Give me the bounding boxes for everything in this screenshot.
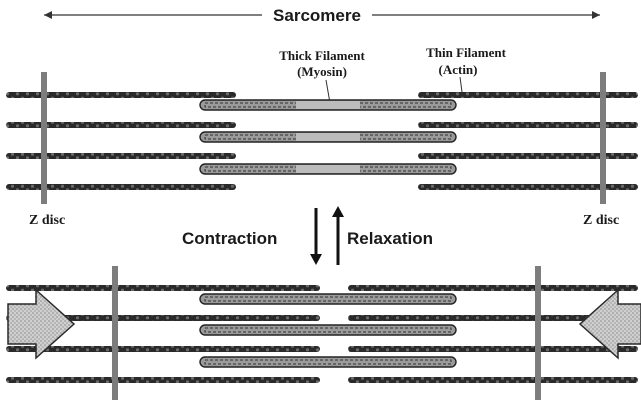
thin-filament <box>6 184 236 190</box>
contracted-sarcomere <box>6 266 638 400</box>
relaxed-thin-filaments-left <box>6 92 236 190</box>
sarcomere-label: Sarcomere <box>273 6 361 25</box>
arrow-left-icon <box>578 288 641 360</box>
thin-filament-label: Thin Filament <box>426 45 506 60</box>
contracted-thin-filaments-right <box>348 285 638 383</box>
relaxed-thin-filaments-right <box>418 92 638 190</box>
thin-filament <box>348 377 638 383</box>
sarcomere-span-marker <box>44 11 600 19</box>
z-disc-right <box>535 266 541 400</box>
z-disc-left-label: Z disc <box>29 213 65 228</box>
thin-filament-pointer <box>459 76 463 93</box>
thin-filament-sublabel: (Actin) <box>439 62 478 77</box>
thin-filament <box>6 92 236 98</box>
z-disc-right-label: Z disc <box>583 213 619 228</box>
thin-filament <box>348 346 638 352</box>
z-disc-left <box>41 72 47 204</box>
thin-filament <box>6 346 320 352</box>
thin-filament <box>418 184 638 190</box>
thin-filament <box>6 285 320 291</box>
thick-filament <box>199 324 457 336</box>
thin-filament <box>6 315 320 321</box>
thick-filament-sublabel: (Myosin) <box>297 64 347 79</box>
thin-filament <box>348 315 638 321</box>
arrow-right-icon <box>7 288 76 360</box>
relaxed-thick-filaments <box>199 99 457 175</box>
span-arrowhead-left <box>44 11 52 19</box>
contracted-thick-filaments <box>199 293 457 368</box>
contracted-thin-filaments-left <box>6 285 320 383</box>
thick-filament <box>199 99 457 111</box>
thick-filament <box>199 293 457 305</box>
thin-filament <box>348 285 638 291</box>
thick-filament <box>199 163 457 175</box>
arrow-up-icon <box>332 206 344 265</box>
thick-filament <box>199 356 457 368</box>
relaxation-label: Relaxation <box>347 229 433 248</box>
span-arrowhead-right <box>592 11 600 19</box>
thin-filament <box>418 153 638 159</box>
contraction-label: Contraction <box>182 229 277 248</box>
z-disc-left <box>112 266 118 400</box>
thin-filament <box>418 122 638 128</box>
thin-filament <box>6 377 320 383</box>
arrow-down-icon <box>310 208 322 265</box>
z-disc-right <box>600 72 606 204</box>
thin-filament <box>6 122 236 128</box>
thick-filament-label: Thick Filament <box>279 48 365 63</box>
thin-filament <box>418 92 638 98</box>
thin-filament <box>6 153 236 159</box>
relaxed-sarcomere <box>6 72 638 204</box>
thick-filament <box>199 131 457 143</box>
thick-filament-pointer <box>325 79 331 104</box>
